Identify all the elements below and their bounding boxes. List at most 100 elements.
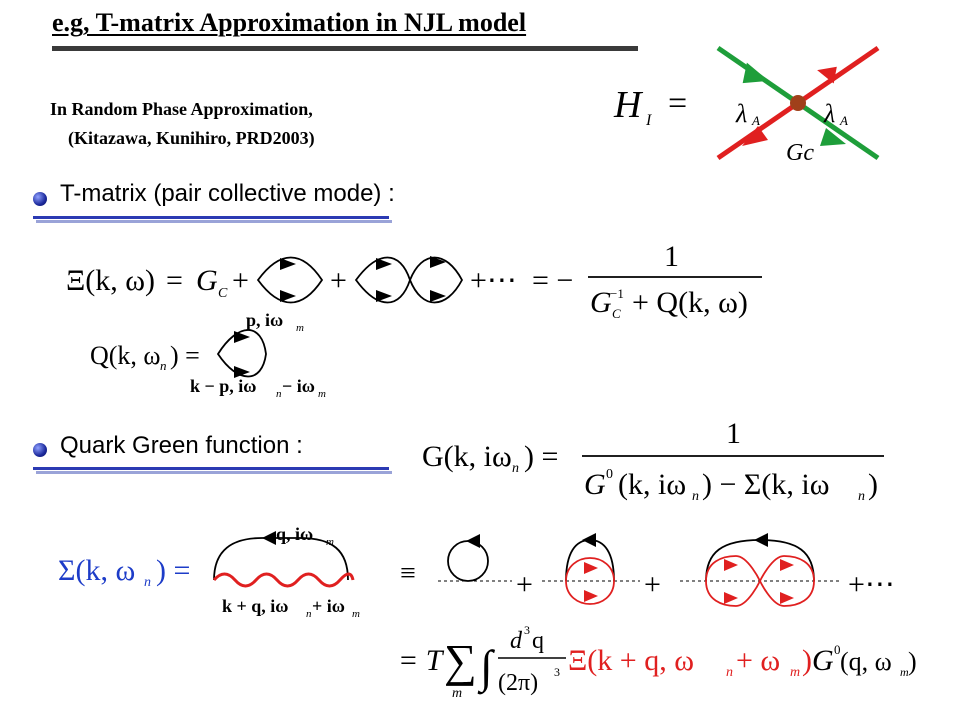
arrow-icon bbox=[584, 562, 598, 574]
svg-text:m: m bbox=[352, 608, 360, 620]
arrow-icon bbox=[430, 256, 446, 268]
page-title: e.g, T-matrix Approximation in NJL model bbox=[52, 8, 527, 37]
svg-text:k + q, iω: k + q, iω bbox=[222, 596, 288, 616]
rpa-reference: (Kitazawa, Kunihiro, PRD2003) bbox=[68, 128, 315, 148]
svg-text:+ iω: + iω bbox=[312, 596, 345, 616]
svg-text:(q, ω: (q, ω bbox=[840, 647, 892, 676]
svg-text:m: m bbox=[452, 686, 462, 701]
green-underline-shadow bbox=[36, 471, 392, 474]
svg-text:3: 3 bbox=[524, 623, 530, 637]
svg-text:C: C bbox=[612, 306, 621, 321]
svg-text:n: n bbox=[276, 388, 282, 400]
arrow-icon bbox=[430, 290, 446, 302]
svg-text:m: m bbox=[790, 665, 800, 680]
svg-text:(k, iω: (k, iω bbox=[618, 468, 686, 501]
svg-text:+: + bbox=[644, 568, 661, 601]
svg-text:= T: = T bbox=[398, 644, 445, 677]
svg-text:n: n bbox=[512, 461, 519, 476]
svg-text:+: + bbox=[330, 264, 347, 297]
arrow-icon bbox=[466, 534, 480, 548]
svg-text:d: d bbox=[510, 628, 523, 654]
svg-text:m: m bbox=[326, 536, 334, 548]
svg-text:−1: −1 bbox=[610, 286, 624, 301]
svg-text:− iω: − iω bbox=[282, 376, 315, 396]
arrow-icon bbox=[754, 533, 768, 547]
arrow-icon bbox=[820, 128, 846, 146]
svg-text:p, iω: p, iω bbox=[246, 310, 283, 330]
svg-text:≡: ≡ bbox=[400, 558, 416, 589]
svg-text:+ Q(k, ω): + Q(k, ω) bbox=[632, 286, 748, 319]
bubble-diagram bbox=[256, 256, 324, 304]
svg-text:I: I bbox=[645, 112, 652, 129]
svg-text:A: A bbox=[839, 113, 848, 128]
red-bubble bbox=[759, 555, 815, 607]
svg-text:k − p, iω: k − p, iω bbox=[190, 376, 256, 396]
arrow-icon bbox=[780, 559, 794, 571]
svg-text:) =: ) = bbox=[170, 341, 200, 370]
svg-text:n: n bbox=[160, 358, 167, 373]
svg-text:+⋯: +⋯ bbox=[848, 568, 895, 601]
hamiltonian-symbol: H bbox=[613, 84, 644, 126]
svg-text:+ ω: + ω bbox=[736, 644, 780, 677]
arrow-icon bbox=[582, 533, 596, 547]
svg-text:=: = bbox=[668, 85, 687, 122]
svg-text:+: + bbox=[516, 568, 533, 601]
svg-text:G: G bbox=[812, 644, 834, 677]
svg-text:A: A bbox=[751, 113, 760, 128]
svg-text:n: n bbox=[858, 489, 865, 504]
svg-text:n: n bbox=[726, 665, 733, 680]
arrow-icon bbox=[376, 258, 392, 270]
green-equation: G(k, iω n ) = 1 G 0 (k, iω n ) − Σ(k, iω… bbox=[422, 417, 884, 504]
svg-text:G: G bbox=[590, 286, 612, 319]
svg-text:q, iω: q, iω bbox=[276, 524, 313, 544]
svg-text:Ξ(k, ω): Ξ(k, ω) bbox=[66, 264, 155, 297]
arrow-icon bbox=[584, 590, 598, 602]
tmatrix-underline-shadow bbox=[36, 220, 392, 223]
svg-text:λ: λ bbox=[735, 99, 747, 128]
vertex-dot bbox=[790, 95, 806, 111]
svg-text:): ) bbox=[908, 647, 917, 676]
svg-text:m: m bbox=[318, 388, 326, 400]
svg-text:Q(k, ω: Q(k, ω bbox=[90, 341, 161, 370]
svg-text:m: m bbox=[296, 322, 304, 334]
svg-text:1: 1 bbox=[664, 240, 679, 273]
svg-text:C: C bbox=[218, 286, 228, 301]
quark-propagator-loop bbox=[705, 539, 815, 582]
svg-text:1: 1 bbox=[726, 417, 741, 450]
svg-text:∑: ∑ bbox=[444, 635, 477, 686]
svg-text:n: n bbox=[144, 575, 151, 590]
svg-text:G: G bbox=[584, 468, 606, 501]
svg-text:): ) bbox=[868, 468, 878, 501]
final-equation: = T ∑ m ∫ d 3 q (2π) 3 Ξ(k + q, ω n + ω … bbox=[398, 623, 917, 701]
svg-text:q: q bbox=[532, 628, 544, 654]
arrow-icon bbox=[280, 290, 296, 302]
tmatrix-heading: T-matrix (pair collective mode) : bbox=[60, 180, 395, 207]
bubble-diagram bbox=[409, 256, 464, 304]
rpa-caption: In Random Phase Approximation, bbox=[50, 99, 313, 119]
tadpole-loop bbox=[447, 540, 489, 582]
interaction-vertex: H I = λ A λ A Gc bbox=[613, 45, 880, 166]
bullet-icon bbox=[33, 192, 47, 206]
svg-text:∫: ∫ bbox=[477, 641, 495, 695]
svg-text:G(k, iω: G(k, iω bbox=[422, 440, 512, 473]
svg-text:λ: λ bbox=[823, 99, 835, 128]
svg-text:) − Σ(k, iω: ) − Σ(k, iω bbox=[702, 468, 829, 501]
coupling-label: Gc bbox=[786, 140, 814, 166]
quark-propagator-loop bbox=[565, 539, 615, 582]
svg-text:n: n bbox=[306, 608, 312, 620]
svg-text:0: 0 bbox=[606, 467, 613, 482]
arrow-icon bbox=[234, 366, 250, 378]
svg-text:m: m bbox=[900, 665, 909, 679]
arrow-icon bbox=[280, 258, 296, 270]
svg-text:G: G bbox=[196, 264, 218, 297]
arrow-icon bbox=[724, 592, 738, 604]
green-underline bbox=[33, 467, 389, 470]
svg-text:=: = bbox=[166, 264, 183, 297]
svg-text:+⋯: +⋯ bbox=[470, 264, 517, 297]
tmatrix-wavy-line bbox=[212, 572, 355, 588]
arrow-icon bbox=[376, 290, 392, 302]
svg-text:n: n bbox=[692, 489, 699, 504]
sigma-equation: Σ(k, ω n ) = q, iω m k + q, iω n + iω m … bbox=[58, 524, 895, 620]
arrow-icon bbox=[234, 331, 250, 343]
